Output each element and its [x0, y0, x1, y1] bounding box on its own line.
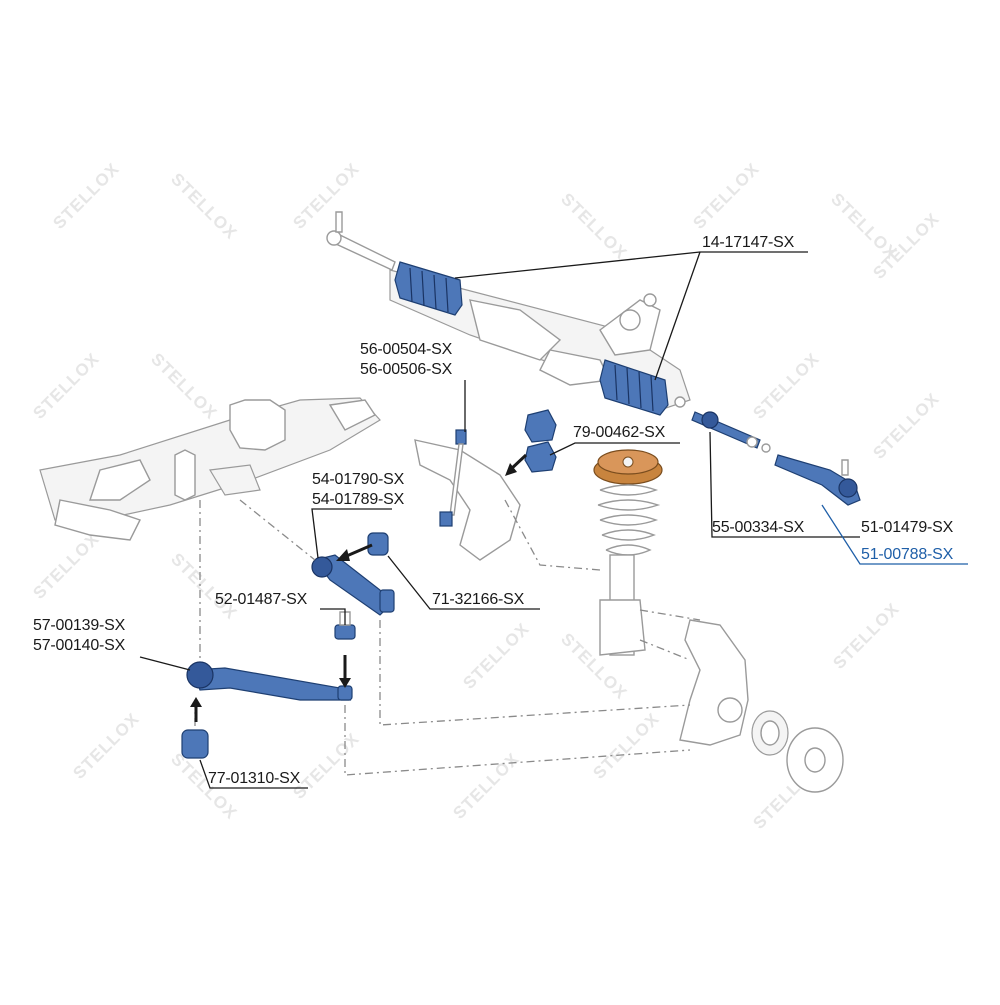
stabilizer-link — [439, 429, 467, 527]
assembly-arrows — [190, 453, 528, 722]
arrow-icon — [505, 463, 517, 476]
part-label[interactable]: 55-00334-SX — [712, 519, 805, 536]
watermark: STELLOX — [49, 159, 123, 233]
part-labels: 14-17147-SX 56-00504-SX 56-00506-SX 79-0… — [33, 234, 954, 787]
lower-arm-bushing — [181, 729, 209, 759]
front-subframe — [39, 397, 381, 541]
part-label[interactable]: 57-00139-SX — [33, 617, 126, 634]
watermark: STELLOX — [147, 349, 221, 423]
part-label[interactable]: 54-01790-SX — [312, 471, 405, 488]
arrow-icon — [190, 697, 202, 707]
tension-strut-arm — [311, 554, 395, 616]
watermark: STELLOX — [829, 599, 903, 673]
arrow-icon — [339, 678, 351, 688]
watermark: STELLOX — [69, 709, 143, 783]
watermark: STELLOX — [29, 529, 103, 603]
watermark: STELLOX — [459, 619, 533, 693]
part-label[interactable]: 79-00462-SX — [573, 424, 666, 441]
watermark: STELLOX — [869, 389, 943, 463]
alignment-lines — [194, 499, 701, 776]
watermark: STELLOX — [29, 349, 103, 423]
arm-bushing — [367, 532, 389, 556]
stabilizer-bushings — [524, 409, 557, 473]
strut-assembly — [593, 449, 663, 656]
watermark: STELLOX — [557, 189, 631, 263]
part-label[interactable]: 56-00504-SX — [360, 341, 453, 358]
watermark: STELLOX — [167, 549, 241, 623]
arrow-icon — [336, 549, 350, 561]
part-label[interactable]: 54-01789-SX — [312, 491, 405, 508]
wheel-knuckle — [679, 619, 844, 793]
part-label[interactable]: 52-01487-SX — [215, 591, 308, 608]
part-label-highlighted[interactable]: 51-00788-SX — [861, 546, 954, 563]
rack-boot-right — [599, 359, 669, 416]
watermark: STELLOX — [589, 709, 663, 783]
part-label[interactable]: 77-01310-SX — [208, 770, 301, 787]
rack-boot-left — [394, 261, 463, 316]
inner-tie-rod — [691, 411, 771, 453]
part-label[interactable]: 71-32166-SX — [432, 591, 525, 608]
steering-rack — [326, 211, 691, 416]
steering-knuckle-bracket — [414, 439, 521, 561]
leader-lines — [139, 251, 968, 789]
watermark: STELLOX — [689, 159, 763, 233]
part-label[interactable]: 51-01479-SX — [861, 519, 954, 536]
watermark: STELLOX — [449, 749, 523, 823]
watermark: STELLOX — [749, 349, 823, 423]
part-label[interactable]: 14-17147-SX — [702, 234, 795, 251]
part-label[interactable]: 57-00140-SX — [33, 637, 126, 654]
watermark: STELLOX — [289, 729, 363, 803]
tie-rod-end — [774, 454, 861, 506]
watermark: STELLOX — [289, 159, 363, 233]
watermark: STELLOX — [167, 169, 241, 243]
lower-control-arm — [186, 661, 353, 701]
part-label[interactable]: 56-00506-SX — [360, 361, 453, 378]
